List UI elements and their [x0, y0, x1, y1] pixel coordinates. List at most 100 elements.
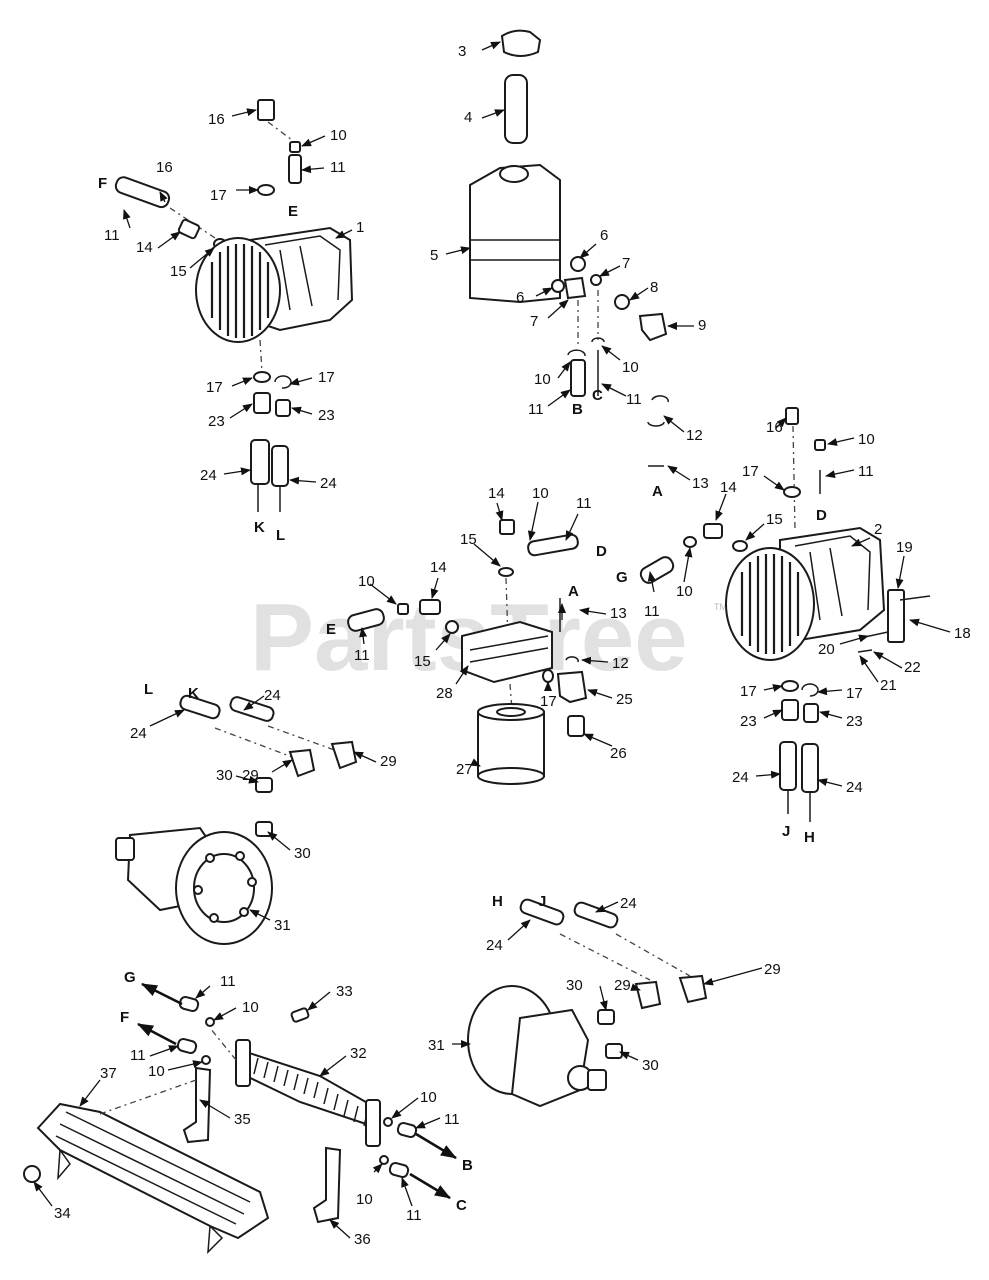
callout-15-mid: 15	[414, 653, 431, 670]
callout-13-tank: 13	[692, 475, 709, 492]
callout-12-manifold: 12	[612, 655, 629, 672]
left-pump-assembly	[114, 99, 354, 512]
callout-16-left-side: 16	[156, 159, 173, 176]
callout-16-right: 16	[766, 419, 783, 436]
callout-23-right-a: 23	[740, 713, 757, 730]
callout-26: 26	[610, 745, 627, 762]
callout-7-top: 7	[622, 255, 630, 272]
connector-b-cooler: B	[462, 1157, 473, 1174]
callout-31-right: 31	[428, 1037, 445, 1054]
callout-18: 18	[954, 625, 971, 642]
callout-10-left-top: 10	[330, 127, 347, 144]
connector-k-top: K	[254, 519, 265, 536]
callout-12-tank: 12	[686, 427, 703, 444]
connector-g-right: G	[616, 569, 628, 586]
callout-11-tank-left: 11	[528, 401, 544, 418]
callout-32: 32	[350, 1045, 367, 1062]
connector-b-tank: B	[572, 401, 583, 418]
callout-29-lmotor-b: 29	[380, 753, 397, 770]
callout-15-left: 15	[170, 263, 187, 280]
callout-11-cooler-f: 11	[130, 1047, 146, 1064]
callout-24-lmotor-b: 24	[130, 725, 147, 742]
callout-11-right: 11	[858, 463, 874, 480]
connector-a-tank: A	[652, 483, 663, 500]
callout-17-manifold: 17	[540, 693, 557, 710]
callout-14-left: 14	[136, 239, 153, 256]
callout-10-cooler-c: 10	[356, 1191, 373, 1208]
callout-23-left-a: 23	[208, 413, 225, 430]
right-motor-assembly	[467, 898, 708, 1108]
callout-10-right: 10	[858, 431, 875, 448]
callout-6-top: 6	[600, 227, 608, 244]
callout-8: 8	[650, 279, 658, 296]
filter-manifold-assembly	[347, 519, 588, 785]
connector-f-top: F	[98, 175, 107, 192]
oil-cooler-assembly	[23, 995, 418, 1254]
tank-assembly	[469, 29, 669, 467]
callout-24-right-b: 24	[846, 779, 863, 796]
callout-19: 19	[896, 539, 913, 556]
callout-31-left: 31	[274, 917, 291, 934]
connector-h-rmotor: H	[492, 893, 503, 910]
callout-27: 27	[456, 761, 473, 778]
callout-36: 36	[354, 1231, 371, 1248]
connector-h-right: H	[804, 829, 815, 846]
callout-30-lmotor-b: 30	[294, 845, 311, 862]
callout-17-left-a: 17	[206, 379, 223, 396]
callout-10-mid: 10	[358, 573, 375, 590]
connector-j-right: J	[782, 823, 790, 840]
connector-arrows	[137, 982, 457, 1200]
callout-33: 33	[336, 983, 353, 1000]
callout-10-tank-left: 10	[534, 371, 551, 388]
callout-22: 22	[904, 659, 921, 676]
callout-labels: 3 4 5 6 7 6 7 8 9 10 10 11 11 12 13 16 1…	[54, 43, 971, 1248]
callout-14-right: 14	[720, 479, 737, 496]
callout-24-rmotor-b: 24	[486, 937, 503, 954]
callout-15-right: 15	[766, 511, 783, 528]
callout-7-bottom: 7	[530, 313, 538, 330]
callout-37: 37	[100, 1065, 117, 1082]
callout-30-rmotor-a: 30	[566, 977, 583, 994]
connector-c-tank: C	[592, 387, 603, 404]
right-pump-assembly	[639, 407, 931, 822]
callout-23-left-b: 23	[318, 407, 335, 424]
callout-3: 3	[458, 43, 466, 60]
callout-4: 4	[464, 109, 472, 126]
connector-j-rmotor: J	[538, 893, 546, 910]
callout-11-left-top: 11	[330, 159, 346, 176]
callout-9: 9	[698, 317, 706, 334]
callout-6-bottom: 6	[516, 289, 524, 306]
watermark-trademark: TM	[714, 602, 727, 612]
callout-13-manifold: 13	[610, 605, 627, 622]
connector-e-top: E	[288, 203, 298, 220]
connector-k-lmotor: K	[188, 685, 199, 702]
callout-17-left-b: 17	[318, 369, 335, 386]
callout-11-cooler-c: 11	[406, 1207, 422, 1224]
callout-17-left-top: 17	[210, 187, 227, 204]
callout-14-mid: 14	[430, 559, 447, 576]
callout-11-left-side: 11	[104, 227, 120, 244]
connector-e-mid: E	[326, 621, 336, 638]
callout-10-cooler-b: 10	[420, 1089, 437, 1106]
callout-10-tank-right: 10	[622, 359, 639, 376]
callout-10-cooler-f: 10	[148, 1063, 165, 1080]
callout-34: 34	[54, 1205, 71, 1222]
connector-c-cooler: C	[456, 1197, 467, 1214]
connector-labels: E F K L B C A D D A G E J H L K H J G F …	[98, 175, 827, 1214]
callout-14-manifold: 14	[488, 485, 505, 502]
callout-24-lmotor-a: 24	[264, 687, 281, 704]
callout-20: 20	[818, 641, 835, 658]
callout-11-right-g: 11	[644, 603, 660, 620]
callout-35: 35	[234, 1111, 251, 1128]
callout-29-lmotor-a: 29	[242, 767, 259, 784]
callout-17-right-top: 17	[742, 463, 759, 480]
callout-10-right-g: 10	[676, 583, 693, 600]
callout-11-cooler-b: 11	[444, 1111, 460, 1128]
callout-24-left-b: 24	[320, 475, 337, 492]
callout-5: 5	[430, 247, 438, 264]
callout-17-right-b: 17	[846, 685, 863, 702]
connector-l-lmotor: L	[144, 681, 153, 698]
leader-lines	[33, 41, 951, 1239]
callout-2: 2	[874, 521, 882, 538]
callout-21: 21	[880, 677, 897, 694]
